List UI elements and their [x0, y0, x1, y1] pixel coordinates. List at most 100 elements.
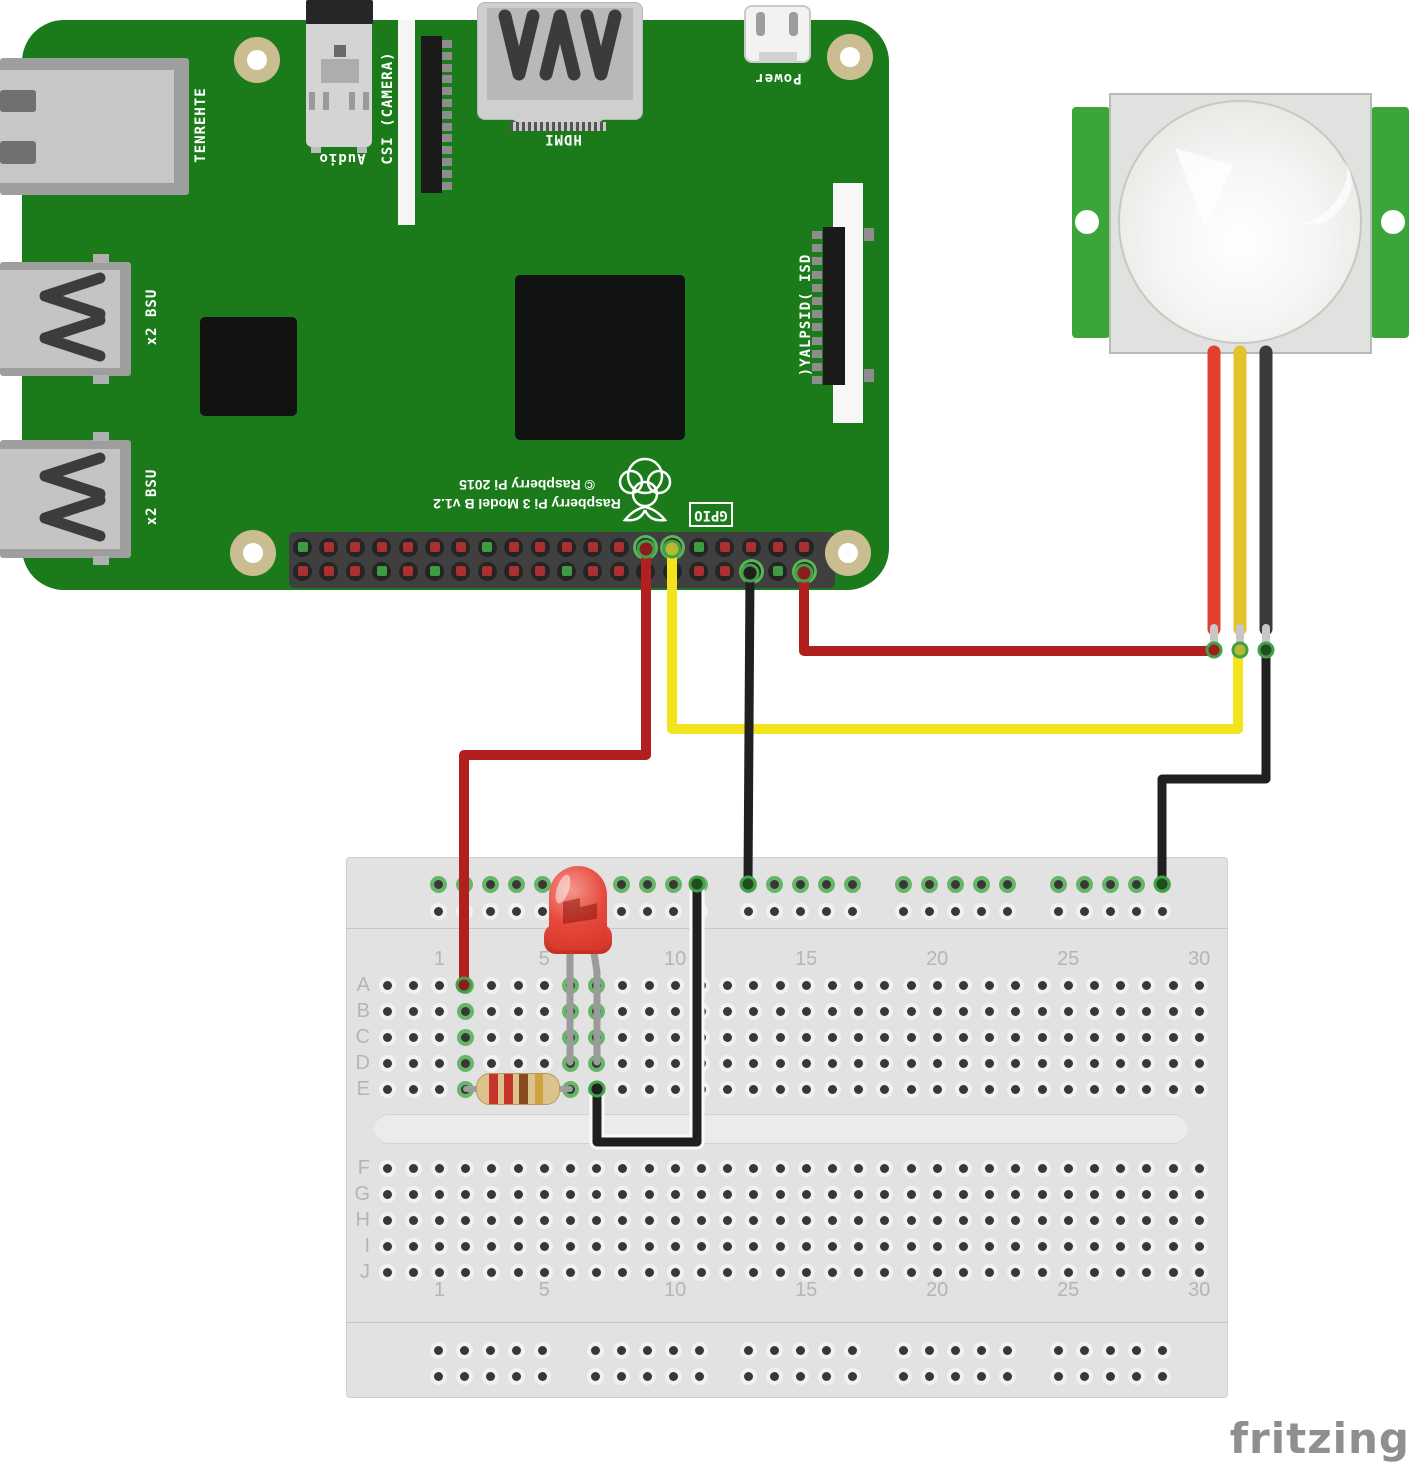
breadboard-hole[interactable] [775, 1032, 785, 1042]
breadboard-hole[interactable] [382, 1084, 392, 1094]
breadboard-hole[interactable] [382, 1189, 392, 1199]
breadboard-hole[interactable] [1011, 1032, 1021, 1042]
breadboard-hole[interactable] [1194, 1241, 1204, 1251]
gpio-pin[interactable] [504, 561, 524, 581]
breadboard-hole[interactable] [723, 980, 733, 990]
breadboard-hole[interactable] [1011, 1241, 1021, 1251]
breadboard-hole[interactable] [880, 1032, 890, 1042]
breadboard-hole[interactable] [1194, 1084, 1204, 1094]
breadboard-hole[interactable] [1063, 980, 1073, 990]
jumper-black-led-to-rail[interactable] [592, 879, 702, 1147]
breadboard-hole[interactable] [434, 1215, 444, 1225]
breadboard-hole[interactable] [696, 1215, 706, 1225]
breadboard-hole[interactable] [1168, 1163, 1178, 1173]
breadboard-hole[interactable] [976, 906, 986, 916]
breadboard-hole[interactable] [1089, 1215, 1099, 1225]
jumper-yellow-gpio-to-pir[interactable] [667, 544, 1243, 734]
gpio-pin[interactable] [530, 561, 550, 581]
breadboard-hole[interactable] [1194, 1163, 1204, 1173]
breadboard-hole[interactable] [382, 1032, 392, 1042]
breadboard-hole[interactable] [723, 1032, 733, 1042]
breadboard-hole[interactable] [801, 1215, 811, 1225]
breadboard-hole[interactable] [775, 1006, 785, 1016]
breadboard-hole[interactable] [854, 1032, 864, 1042]
breadboard-hole[interactable] [1089, 1006, 1099, 1016]
breadboard-hole[interactable] [513, 1163, 523, 1173]
breadboard-hole[interactable] [958, 1163, 968, 1173]
gpio-pin[interactable] [768, 537, 788, 557]
breadboard-hole[interactable] [1002, 1345, 1012, 1355]
breadboard-hole[interactable] [795, 906, 805, 916]
breadboard-hole[interactable] [1142, 1163, 1152, 1173]
jumper-black-pir-to-rail[interactable] [1157, 645, 1271, 889]
breadboard-hole[interactable] [985, 1006, 995, 1016]
breadboard-hole[interactable] [642, 1371, 652, 1381]
breadboard-hole[interactable] [932, 1058, 942, 1068]
gpio-pin[interactable] [293, 561, 312, 581]
breadboard-hole[interactable] [670, 1163, 680, 1173]
breadboard-hole[interactable] [1142, 1189, 1152, 1199]
breadboard-hole[interactable] [616, 879, 626, 889]
breadboard-hole[interactable] [408, 1058, 418, 1068]
breadboard-hole[interactable] [1053, 1345, 1063, 1355]
breadboard-hole[interactable] [958, 1189, 968, 1199]
breadboard-hole[interactable] [433, 1371, 443, 1381]
breadboard-hole[interactable] [985, 1163, 995, 1173]
breadboard-hole[interactable] [880, 1189, 890, 1199]
breadboard-hole[interactable] [618, 1241, 628, 1251]
breadboard-hole[interactable] [487, 1006, 497, 1016]
breadboard-hole[interactable] [1194, 1189, 1204, 1199]
breadboard-hole[interactable] [487, 1058, 497, 1068]
breadboard-hole[interactable] [880, 1006, 890, 1016]
breadboard-hole[interactable] [539, 1215, 549, 1225]
breadboard-hole[interactable] [932, 1241, 942, 1251]
gpio-pin[interactable] [504, 537, 524, 557]
breadboard-hole[interactable] [1131, 1345, 1141, 1355]
breadboard-hole[interactable] [539, 1058, 549, 1068]
breadboard-hole[interactable] [932, 1032, 942, 1042]
breadboard-hole[interactable] [696, 1189, 706, 1199]
breadboard-hole[interactable] [854, 1006, 864, 1016]
breadboard-hole[interactable] [434, 1241, 444, 1251]
breadboard-hole[interactable] [487, 1215, 497, 1225]
breadboard-hole[interactable] [670, 980, 680, 990]
breadboard-hole[interactable] [382, 1241, 392, 1251]
breadboard-hole[interactable] [1142, 1006, 1152, 1016]
breadboard-hole[interactable] [461, 1267, 471, 1277]
breadboard-hole[interactable] [433, 906, 443, 916]
breadboard-hole[interactable] [932, 1189, 942, 1199]
breadboard-hole[interactable] [847, 879, 857, 889]
breadboard-hole[interactable] [670, 1189, 680, 1199]
breadboard-hole[interactable] [1116, 1267, 1126, 1277]
breadboard-hole[interactable] [539, 1189, 549, 1199]
breadboard-hole[interactable] [1063, 1241, 1073, 1251]
breadboard-hole[interactable] [642, 906, 652, 916]
breadboard-hole[interactable] [1105, 906, 1115, 916]
breadboard-hole[interactable] [434, 1084, 444, 1094]
breadboard-hole[interactable] [854, 1189, 864, 1199]
breadboard-hole[interactable] [769, 1345, 779, 1355]
breadboard-hole[interactable] [408, 1032, 418, 1042]
breadboard-hole[interactable] [408, 980, 418, 990]
gpio-pin[interactable] [319, 537, 339, 557]
breadboard-hole[interactable] [487, 1032, 497, 1042]
breadboard-hole[interactable] [1194, 1058, 1204, 1068]
breadboard-hole[interactable] [461, 1006, 471, 1016]
breadboard-hole[interactable] [513, 1189, 523, 1199]
breadboard-hole[interactable] [487, 1267, 497, 1277]
breadboard-hole[interactable] [590, 1345, 600, 1355]
breadboard-hole[interactable] [1037, 1032, 1047, 1042]
breadboard-hole[interactable] [616, 1371, 626, 1381]
breadboard-hole[interactable] [924, 879, 934, 889]
breadboard-hole[interactable] [565, 1241, 575, 1251]
breadboard-hole[interactable] [1089, 1163, 1099, 1173]
breadboard-hole[interactable] [958, 1084, 968, 1094]
breadboard-hole[interactable] [1105, 879, 1115, 889]
breadboard-hole[interactable] [537, 1371, 547, 1381]
breadboard-hole[interactable] [487, 1241, 497, 1251]
breadboard-hole[interactable] [539, 1163, 549, 1173]
breadboard-hole[interactable] [723, 1215, 733, 1225]
breadboard-hole[interactable] [932, 1163, 942, 1173]
breadboard-hole[interactable] [932, 980, 942, 990]
breadboard-hole[interactable] [769, 906, 779, 916]
